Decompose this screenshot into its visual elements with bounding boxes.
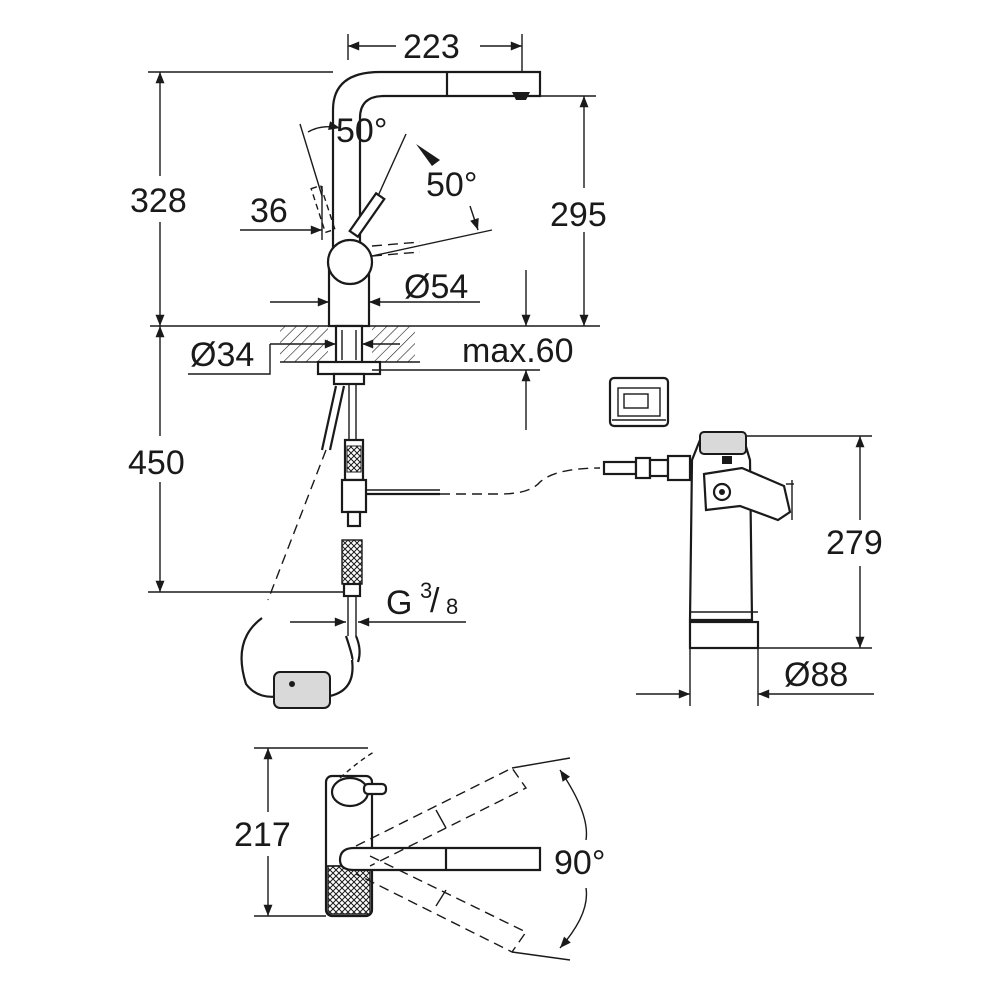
top-view-spout — [338, 846, 542, 872]
dim-filter-height: 279 — [826, 524, 883, 562]
hose-nut — [342, 582, 362, 598]
water-line — [440, 467, 601, 495]
faucet-top-view — [324, 751, 542, 953]
hose-loop-left — [240, 617, 281, 698]
lever-hub — [326, 238, 374, 286]
pullout-hose — [320, 385, 338, 451]
top-view-spout-ghost-down — [355, 855, 528, 953]
dim-lever-angle-right: 50° — [426, 166, 477, 204]
dim-thread-slash: / — [430, 582, 440, 620]
dim-hose-length: 450 — [128, 444, 185, 482]
filter-unit — [602, 376, 794, 650]
dim-lever-angle-left: 50° — [336, 112, 387, 150]
filter-head-cap — [699, 431, 747, 455]
dim-thread-letter: G — [386, 584, 412, 622]
dim-top-view-height: 217 — [234, 816, 291, 854]
dim-total-height: 328 — [130, 182, 187, 220]
dim-hole-diameter: Ø34 — [190, 336, 254, 374]
spout-aerator — [512, 92, 530, 100]
filter-display-module — [608, 376, 670, 428]
dim-body-diameter: Ø54 — [404, 268, 468, 306]
faucet-dimensions: 223 328 295 50° 50° 36 Ø54 — [128, 28, 607, 627]
dim-lever-offset: 36 — [250, 192, 288, 230]
dim-thread-numerator: 3 — [420, 578, 432, 603]
shank — [334, 324, 364, 366]
filter-bracket — [702, 466, 792, 522]
lever-ghost-right — [371, 241, 421, 257]
filter-base — [688, 620, 760, 650]
filter-inlet-tube — [602, 460, 638, 476]
dim-swivel-angle: 90° — [554, 844, 605, 882]
lever-handle — [348, 191, 386, 239]
top-view-dimensions: 217 90° — [234, 747, 605, 961]
faucet-side-view — [150, 70, 601, 709]
filter-cartridge — [688, 434, 754, 622]
braided-hose — [341, 539, 363, 585]
top-view-lever-hub — [330, 776, 370, 808]
pullout-hose-dashed — [267, 449, 327, 601]
hose-loop-right — [329, 659, 354, 698]
top-view-lever — [362, 782, 388, 796]
dim-filter-diameter: Ø88 — [784, 656, 848, 694]
t-valve — [340, 478, 368, 514]
dim-thread-denominator: 8 — [446, 594, 458, 619]
dim-spout-height: 295 — [550, 196, 607, 234]
hose-weight — [273, 671, 331, 709]
top-view-mesh — [327, 865, 371, 915]
dim-max-thickness: max.60 — [462, 332, 574, 370]
dim-spout-reach: 223 — [403, 28, 460, 66]
top-view-spout-ghost-up — [355, 767, 528, 867]
filter-dimensions: 279 Ø88 — [636, 435, 883, 706]
mount-nut — [332, 372, 366, 386]
mount-plate — [316, 360, 382, 376]
lever-ghost-left — [310, 184, 336, 234]
